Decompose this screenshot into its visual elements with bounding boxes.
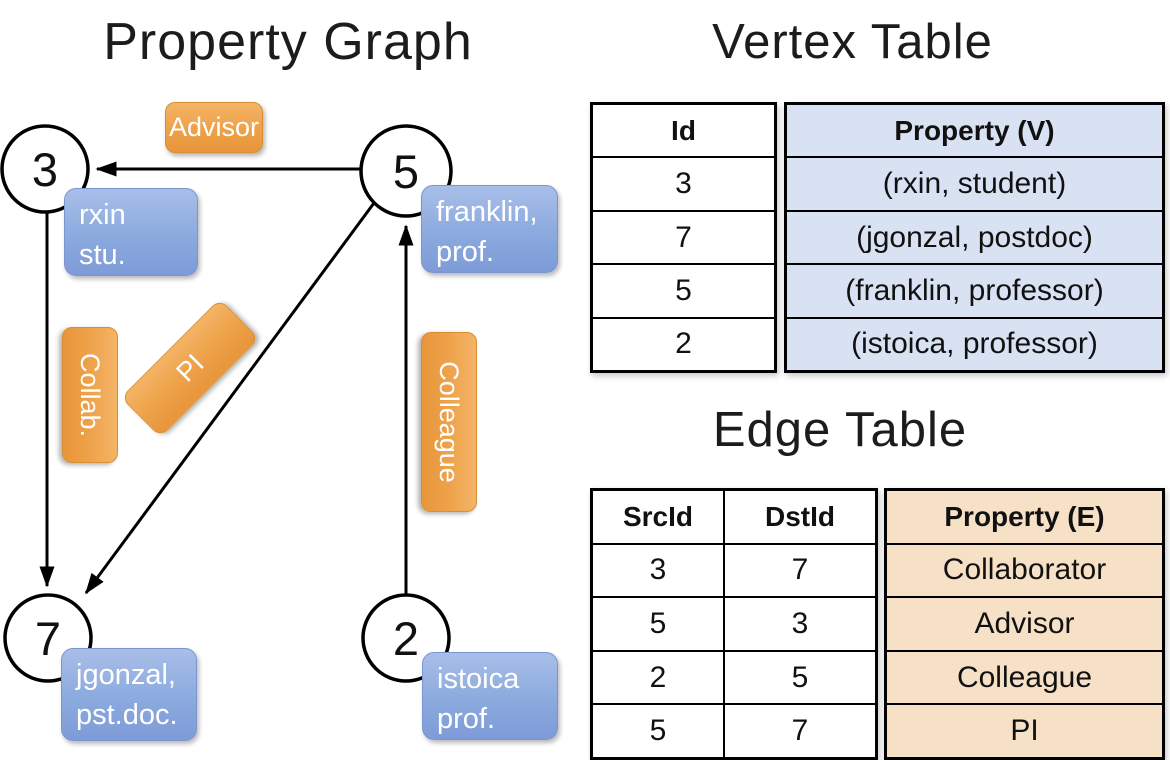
edge-table-property-header: Property (E): [944, 500, 1105, 532]
edge-table-header-row: SrcId DstId: [593, 491, 875, 543]
edge-table-src-cell: 3: [593, 544, 725, 597]
node-3-circle: [0, 124, 90, 214]
vertex-box-istoica-line1: istoica: [437, 663, 520, 695]
vertex-table-id-cell: 3: [593, 156, 774, 209]
edge-table-src-cell: 5: [593, 598, 725, 650]
edge-table-row: 5 7: [593, 703, 875, 757]
vertex-table-property-cell: (istoica, professor): [787, 316, 1162, 370]
edge-label-advisor-text: Advisor: [168, 112, 260, 142]
vertex-table-property-header: Property (V): [894, 114, 1055, 146]
edge-table-src-cell: 2: [593, 651, 725, 704]
edge-table-dst-cell: 7: [791, 714, 809, 748]
vertex-table-property-cell: (franklin, professor): [787, 263, 1162, 316]
edge-table-src-dst-columns: SrcId DstId 3 7 5 3 2 5 5 7: [590, 488, 878, 760]
edge-table-property-cell: Collaborator: [887, 542, 1162, 597]
edge-label-collab: Collab.: [62, 327, 118, 463]
vertex-table-id-cell: 7: [593, 209, 774, 263]
vertex-box-jgonzal: jgonzal, pst.doc.: [61, 648, 197, 741]
vertex-table-id-cell: 5: [593, 263, 774, 316]
edge-label-colleague: Colleague: [421, 332, 477, 512]
edge-table-property-cell: Colleague: [887, 649, 1162, 704]
edge-table-dstid-header: DstId: [765, 500, 835, 532]
edge-table-srcid-header: SrcId: [593, 491, 725, 543]
edge-label-colleague-text: Colleague: [434, 361, 465, 483]
edge-label-collab-text: Collab.: [75, 352, 106, 438]
vertex-table-title: Vertex Table: [712, 15, 993, 69]
edge-table-property-cell: Advisor: [887, 596, 1162, 650]
vertex-box-franklin-line2: prof.: [436, 236, 495, 269]
edge-table-dst-cell: 3: [791, 606, 809, 640]
vertex-box-rxin: rxin stu.: [64, 188, 198, 276]
node-2-id: 2: [393, 612, 419, 665]
node-7-id: 7: [35, 612, 61, 665]
vertex-box-istoica-line2: prof.: [437, 703, 496, 736]
edge-table-row: 2 5: [593, 649, 875, 704]
vertex-box-rxin-line1: rxin: [79, 199, 126, 231]
edge-5-to-7-arrow: [84, 202, 376, 595]
vertex-table-property-column: Property (V) (rxin, student) (jgonzal, p…: [784, 102, 1165, 373]
vertex-table-property-cell: (jgonzal, postdoc): [787, 209, 1162, 263]
vertex-table-property-cell: (rxin, student): [787, 156, 1162, 209]
vertex-table-id-column: Id 3 7 5 2: [590, 102, 777, 373]
vertex-box-franklin-line1: franklin,: [436, 196, 538, 228]
edge-table-property-cell: PI: [887, 703, 1162, 757]
edge-label-pi-text: PI: [170, 348, 210, 388]
vertex-box-franklin: franklin, prof.: [421, 185, 558, 273]
edge-table-dst-cell: 7: [791, 553, 809, 587]
node-5-id: 5: [393, 145, 419, 198]
edge-label-advisor: Advisor: [165, 102, 263, 153]
node-3-id: 3: [32, 143, 58, 196]
edge-table-dst-cell: 5: [791, 660, 809, 694]
property-graph-title: Property Graph: [103, 13, 473, 71]
vertex-table-id-cell: 2: [593, 316, 774, 370]
vertex-table-id-header: Id: [671, 114, 696, 146]
edge-table-title: Edge Table: [712, 403, 968, 457]
vertex-box-jgonzal-line1: jgonzal,: [76, 659, 176, 691]
vertex-box-istoica: istoica prof.: [422, 652, 558, 740]
vertex-box-jgonzal-line2: pst.doc.: [76, 699, 178, 732]
edge-table-row: 5 3: [593, 596, 875, 650]
edge-table-src-cell: 5: [593, 705, 725, 757]
vertex-box-rxin-line2: stu.: [79, 239, 126, 272]
edge-table-row: 3 7: [593, 542, 875, 597]
edge-table-property-column: Property (E) Collaborator Advisor Collea…: [884, 488, 1165, 760]
